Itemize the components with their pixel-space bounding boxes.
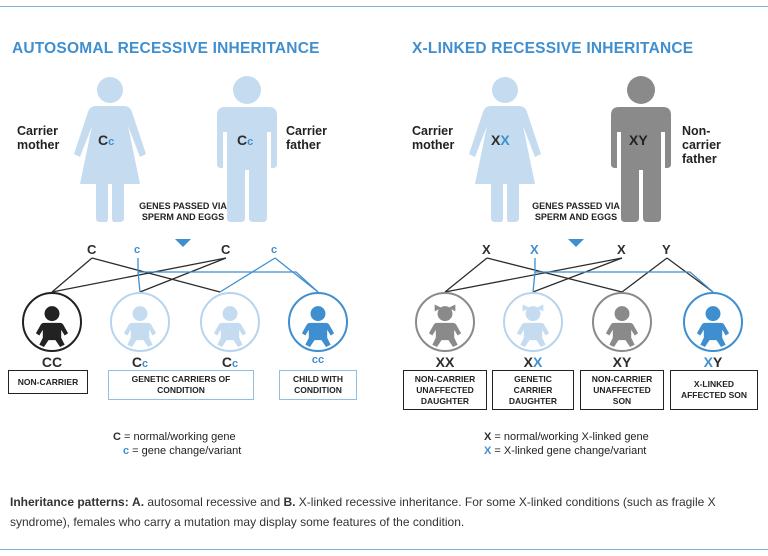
left-child-3-genotype: Cc [221,354,239,370]
left-noncarrier-box: NON-CARRIER [8,370,88,394]
right-child-3-icon [592,292,652,352]
left-allele-2: c [134,244,141,256]
left-child-2-genotype: Cc [131,354,149,370]
left-key-line-1: C = normal/working gene [113,431,236,443]
left-genes-arrow [175,239,191,247]
left-key-line-2: c = gene change/variant [123,445,242,457]
left-affected-box: CHILD WITH CONDITION [279,370,357,400]
right-key-line-2: X = X-linked gene change/variant [484,445,647,457]
top-rule [0,6,768,7]
right-child-2-genotype: XX [523,354,543,370]
figure-caption: Inheritance patterns: A. autosomal reces… [10,495,716,529]
left-mother-figure [74,77,146,222]
right-child-3-box: NON-CARRIER UNAFFECTED SON [580,370,664,410]
left-father-genotype: Cc [237,132,254,148]
right-inheritance-lines [444,257,714,293]
right-key-line-1: X = normal/working X-linked gene [484,431,649,443]
right-allele-1: X [482,242,491,257]
left-child-1-genotype: CC [41,354,63,370]
bottom-rule [0,549,768,550]
right-child-2-box: GENETIC CARRIER DAUGHTER [492,370,574,410]
left-mother-genotype: Cc [98,132,115,148]
left-child-3-icon [200,292,260,352]
right-allele-3: X [617,242,626,257]
left-inheritance-lines [51,257,319,293]
right-child-1-icon [415,292,475,352]
left-mother-label: Carrier mother [17,124,60,152]
left-child-2-icon [110,292,170,352]
right-allele-4: Y [662,242,671,257]
left-child-1-icon [22,292,82,352]
left-child-4-genotype: cc [311,354,325,366]
right-child-2-icon [503,292,563,352]
right-title: X-LINKED RECESSIVE INHERITANCE [412,40,694,57]
right-child-4-icon [683,292,743,352]
right-child-4-genotype: XY [703,354,723,370]
right-child-1-genotype: XX [435,354,455,370]
right-child-1-box: NON-CARRIER UNAFFECTED DAUGHTER [403,370,487,410]
left-allele-3: c [271,244,278,256]
right-genes-arrow [568,239,584,247]
right-father-genotype: XY [629,132,648,148]
right-mother-genotype: XX [491,132,510,148]
left-allele-1: C [87,242,97,257]
right-child-4-box: X-LINKED AFFECTED SON [670,370,758,410]
right-father-label: Non-carrier father [682,124,721,166]
right-mother-label: Carrier mother [412,124,455,152]
left-father-label: Carrier father [286,124,327,152]
right-child-3-genotype: XY [612,354,632,370]
right-allele-2: X [530,242,539,257]
right-genes-passed: GENES PASSED VIA SPERM AND EGGS [532,201,620,222]
left-genes-passed: GENES PASSED VIA SPERM AND EGGS [139,201,227,222]
left-child-4-icon [288,292,348,352]
left-carriers-box: GENETIC CARRIERS OF CONDITION [108,370,254,400]
left-allele-4: C [221,242,231,257]
left-title: AUTOSOMAL RECESSIVE INHERITANCE [12,40,320,57]
